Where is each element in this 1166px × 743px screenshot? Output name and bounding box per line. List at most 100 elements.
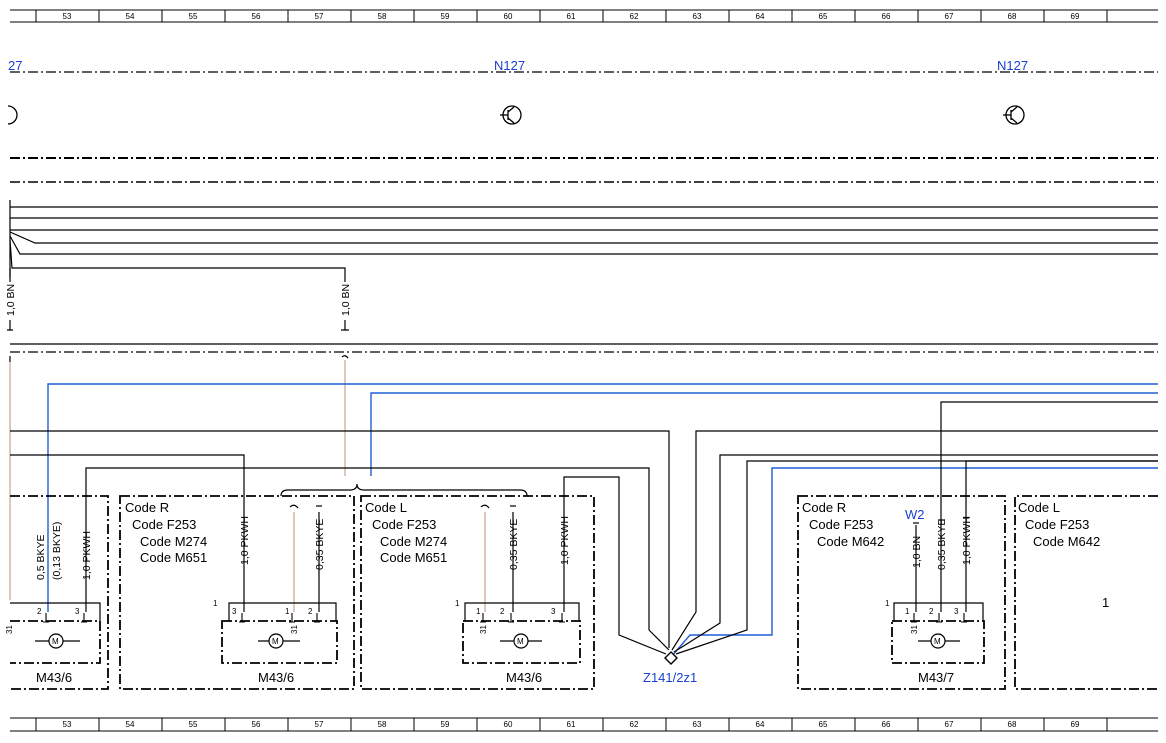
- wire-label: 1,0 PKWH: [239, 516, 251, 565]
- pin-number: 1: [213, 599, 218, 608]
- motor-icon: M: [517, 637, 524, 646]
- wire-label: 0,35 BKYE: [508, 519, 520, 570]
- pin-number: 1: [885, 599, 890, 608]
- ground-w2-label: W2: [905, 507, 925, 522]
- pin-number: 2: [500, 607, 505, 616]
- pin-number: 2: [929, 607, 934, 616]
- code-text: Code M274: [380, 534, 447, 549]
- pin-number: 2: [308, 607, 313, 616]
- code-text: Code M642: [817, 534, 884, 549]
- code-text: Code R: [802, 500, 846, 515]
- code-text: Code M651: [140, 550, 207, 565]
- wire-label: 1,0 BN: [911, 536, 923, 568]
- wire-label: 0,35 BKYE: [314, 519, 326, 570]
- pin-number: 1: [285, 607, 290, 616]
- pin-number: 3: [75, 607, 80, 616]
- top-label-n127-b: N127: [997, 58, 1028, 73]
- pin-number: 31: [290, 625, 299, 634]
- pin-number: 2: [37, 607, 42, 616]
- ruler-column-number: 57: [315, 720, 324, 729]
- motor-icon: M: [934, 637, 941, 646]
- ruler-column-number: 66: [882, 720, 891, 729]
- code-text: Code M274: [140, 534, 207, 549]
- pin-number: 1: [905, 607, 910, 616]
- brown-wires: [9, 360, 486, 612]
- code-text: Code M651: [380, 550, 447, 565]
- ruler-column-number: 58: [378, 12, 387, 21]
- code-box-2: Code L Code F253 Code M274 Code M651: [365, 500, 447, 565]
- ruler-column-number: 60: [504, 720, 513, 729]
- component-label: M43/7: [918, 670, 954, 685]
- brace: [280, 483, 528, 497]
- pin-number: 31: [910, 625, 919, 634]
- ruler-column-number: 53: [63, 12, 72, 21]
- harness-wires: [10, 401, 1158, 655]
- ruler-column-number: 67: [945, 720, 954, 729]
- component-label: M43/6: [258, 670, 294, 685]
- top-label-n127-a: N127: [494, 58, 525, 73]
- ruler-column-number: 63: [693, 720, 702, 729]
- ruler-column-number: 57: [315, 12, 324, 21]
- code-box-4: Code L Code F253 Code M642 1: [1018, 500, 1109, 610]
- code-box-3: Code R Code F253 Code M642: [802, 500, 884, 549]
- wire-label: 0,5 BKYE: [35, 534, 47, 580]
- code-text: Code L: [365, 500, 407, 515]
- ruler-column-number: 64: [756, 12, 765, 21]
- wire-label: 1,0 PKWH: [961, 516, 973, 565]
- wire-label-bn-mid: 1,0 BN: [340, 284, 352, 316]
- pin-number: 3: [954, 607, 959, 616]
- motor-icon: M: [272, 637, 279, 646]
- ruler-column-number: 62: [630, 720, 639, 729]
- ruler-column-number: 68: [1008, 720, 1017, 729]
- ruler-column-number: 53: [63, 720, 72, 729]
- ruler-column-number: 58: [378, 720, 387, 729]
- ruler-column-number: 63: [693, 12, 702, 21]
- code-text: Code F253: [1025, 517, 1089, 532]
- ground-label: Z141/2z1: [643, 670, 697, 685]
- transistor-icon: [7, 105, 1025, 125]
- pin-number: 1: [1102, 595, 1109, 610]
- ruler-column-number: 54: [126, 720, 135, 729]
- ruler-column-number: 61: [567, 12, 576, 21]
- pin-number: 31: [479, 625, 488, 634]
- code-box-1: Code R Code F253 Code M274 Code M651: [125, 500, 207, 565]
- ruler-column-number: 55: [189, 720, 198, 729]
- code-text: Code L: [1018, 500, 1060, 515]
- pin-number: 31: [5, 625, 14, 634]
- pin-number: 1: [455, 599, 460, 608]
- ruler-column-number: 64: [756, 720, 765, 729]
- ruler-column-number: 60: [504, 12, 513, 21]
- wire-label: 0,35 BKYE: [936, 519, 948, 570]
- ruler-column-number: 69: [1071, 12, 1080, 21]
- code-text: Code F253: [809, 517, 873, 532]
- bus-wires: [9, 200, 1158, 282]
- top-label-27: 27: [8, 58, 22, 73]
- motor-block-m43-6-left: 2 3 31 M M43/6: [5, 602, 101, 685]
- motor-icon: M: [52, 637, 59, 646]
- component-label: M43/6: [36, 670, 72, 685]
- ground-point: Z141/2z1: [643, 651, 697, 685]
- wire-stubs: [289, 504, 969, 524]
- pin-number: 3: [551, 607, 556, 616]
- component-label: M43/6: [506, 670, 542, 685]
- ruler-column-number: 56: [252, 720, 261, 729]
- wire-label: 1,0 PKWH: [559, 516, 571, 565]
- ruler-column-number: 59: [441, 720, 450, 729]
- ruler-column-number: 69: [1071, 720, 1080, 729]
- ruler-column-number: 68: [1008, 12, 1017, 21]
- ruler-column-number: 61: [567, 720, 576, 729]
- ruler-column-number: 67: [945, 12, 954, 21]
- motor-block-m43-7: 1 1 2 3 31 M M43/7: [885, 599, 985, 685]
- boundary-lines: [10, 71, 1158, 353]
- motor-block-m43-6-b: 1 1 2 3 31 M M43/6: [455, 599, 581, 685]
- blue-wires: [47, 383, 1158, 658]
- ruler-column-number: 65: [819, 12, 828, 21]
- pin-contacts: [43, 613, 967, 623]
- wire-label: 1,0 PKWH: [81, 531, 93, 580]
- ruler-column-number: 55: [189, 12, 198, 21]
- pin-number: 3: [232, 607, 237, 616]
- motor-block-m43-6-a: 1 3 1 2 31 M M43/6: [213, 599, 338, 685]
